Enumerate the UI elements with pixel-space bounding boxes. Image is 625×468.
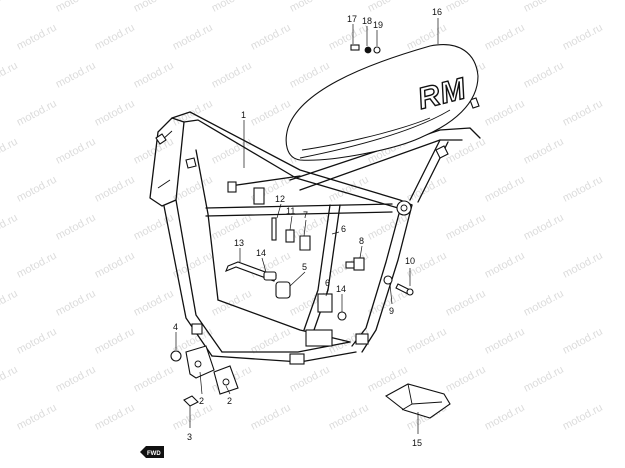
- watermark-text: motod.ru: [0, 212, 20, 243]
- watermark-text: motod.ru: [249, 402, 293, 433]
- watermark-text: motod.ru: [54, 212, 98, 243]
- callout-2b: 2: [227, 396, 232, 406]
- watermark-text: motod.ru: [522, 364, 566, 395]
- watermark-text: motod.ru: [483, 326, 527, 357]
- watermark-text: motod.ru: [54, 136, 98, 167]
- watermark-text: motod.ru: [0, 364, 20, 395]
- watermark-text: motod.ru: [54, 288, 98, 319]
- watermark-text: motod.ru: [132, 364, 176, 395]
- callout-1: 1: [241, 110, 246, 120]
- watermark-text: motod.ru: [54, 0, 98, 15]
- callout-4: 4: [173, 322, 178, 332]
- watermark-text: motod.ru: [405, 326, 449, 357]
- callout-16: 16: [432, 7, 442, 17]
- watermark-text: motod.ru: [522, 212, 566, 243]
- callout-6b: 6: [325, 278, 330, 288]
- watermark-text: motod.ru: [15, 98, 59, 129]
- callout-18: 18: [362, 16, 372, 26]
- watermark-text: motod.ru: [54, 60, 98, 91]
- frame-assembly: [149, 97, 481, 365]
- watermark-text: motod.ru: [0, 60, 20, 91]
- callout-8: 8: [359, 236, 364, 246]
- watermark-text: motod.ru: [561, 250, 605, 281]
- watermark-text: motod.ru: [288, 60, 332, 91]
- watermark-text: motod.ru: [483, 98, 527, 129]
- callout-14b: 14: [336, 284, 346, 294]
- watermark-text: motod.ru: [54, 364, 98, 395]
- watermark-text: motod.ru: [366, 0, 410, 15]
- watermark-text: motod.ru: [444, 0, 488, 15]
- watermark-text: motod.ru: [0, 288, 20, 319]
- watermark-text: motod.ru: [210, 288, 254, 319]
- callout-3: 3: [187, 432, 192, 442]
- watermark-text: motod.ru: [288, 364, 332, 395]
- callout-10: 10: [405, 256, 415, 266]
- callout-11: 11: [286, 206, 295, 216]
- watermark-text: motod.ru: [93, 402, 137, 433]
- watermark-text: motod.ru: [444, 288, 488, 319]
- watermark-text: motod.ru: [0, 0, 20, 15]
- forward-direction-marker: FWD: [140, 446, 164, 458]
- watermark-text: motod.ru: [444, 364, 488, 395]
- watermark-text: motod.ru: [132, 288, 176, 319]
- watermark-text: motod.ru: [522, 136, 566, 167]
- watermark-text: motod.ru: [288, 0, 332, 15]
- callout-5: 5: [302, 262, 307, 272]
- callout-2a: 2: [199, 396, 204, 406]
- callout-labels: 1 2 2 3 4 5 6 6 7 8 9 10 11 12 13 14 14 …: [173, 7, 442, 448]
- watermark-text: motod.ru: [93, 98, 137, 129]
- watermark-text: motod.ru: [249, 22, 293, 53]
- watermark-text: motod.ru: [405, 174, 449, 205]
- watermark-text: motod.ru: [483, 174, 527, 205]
- watermark-text: motod.ru: [93, 174, 137, 205]
- watermark-text: motod.ru: [327, 22, 371, 53]
- watermark-text: motod.ru: [522, 288, 566, 319]
- watermark-text: motod.ru: [327, 402, 371, 433]
- watermark-text: motod.ru: [561, 22, 605, 53]
- callout-12: 12: [275, 194, 285, 204]
- watermark-text: motod.ru: [15, 22, 59, 53]
- watermark-text: motod.ru: [15, 174, 59, 205]
- watermark-text: motod.ru: [483, 402, 527, 433]
- hardware-parts: [170, 44, 451, 419]
- watermark-text: motod.ru: [132, 0, 176, 15]
- watermark-text: motod.ru: [522, 0, 566, 15]
- watermark-text: motod.ru: [132, 60, 176, 91]
- watermark-text: motod.ru: [15, 250, 59, 281]
- watermark-text: motod.ru: [210, 60, 254, 91]
- watermark-text: motod.ru: [171, 402, 215, 433]
- callout-6a: 6: [341, 224, 346, 234]
- watermark-text: motod.ru: [483, 250, 527, 281]
- leader-lines: [175, 18, 439, 434]
- watermark-text: motod.ru: [93, 326, 137, 357]
- watermark-text: motod.ru: [444, 212, 488, 243]
- callout-19: 19: [373, 20, 383, 30]
- watermark-text: motod.ru: [561, 98, 605, 129]
- watermark-text: motod.ru: [15, 326, 59, 357]
- callout-14a: 14: [256, 248, 266, 258]
- forward-arrow-icon: [140, 446, 164, 458]
- watermark-text: motod.ru: [561, 402, 605, 433]
- watermark-text: motod.ru: [483, 22, 527, 53]
- watermark-text: motod.ru: [171, 22, 215, 53]
- watermark-text: motod.ru: [15, 402, 59, 433]
- callout-17: 17: [347, 14, 357, 24]
- watermark-text: motod.ru: [93, 250, 137, 281]
- watermark-text: motod.ru: [93, 22, 137, 53]
- callout-13: 13: [234, 238, 244, 248]
- callout-7: 7: [303, 210, 308, 220]
- watermark-text: motod.ru: [249, 98, 293, 129]
- callout-9: 9: [389, 306, 394, 316]
- watermark-text: motod.ru: [132, 212, 176, 243]
- watermark-text: motod.ru: [561, 326, 605, 357]
- callout-15: 15: [412, 438, 422, 448]
- watermark-text: motod.ru: [210, 0, 254, 15]
- seat: RM: [285, 44, 479, 161]
- watermark-text: motod.ru: [522, 60, 566, 91]
- watermark-text: motod.ru: [0, 136, 20, 167]
- watermark-text: motod.ru: [561, 174, 605, 205]
- forward-marker-text: FWD: [147, 451, 161, 457]
